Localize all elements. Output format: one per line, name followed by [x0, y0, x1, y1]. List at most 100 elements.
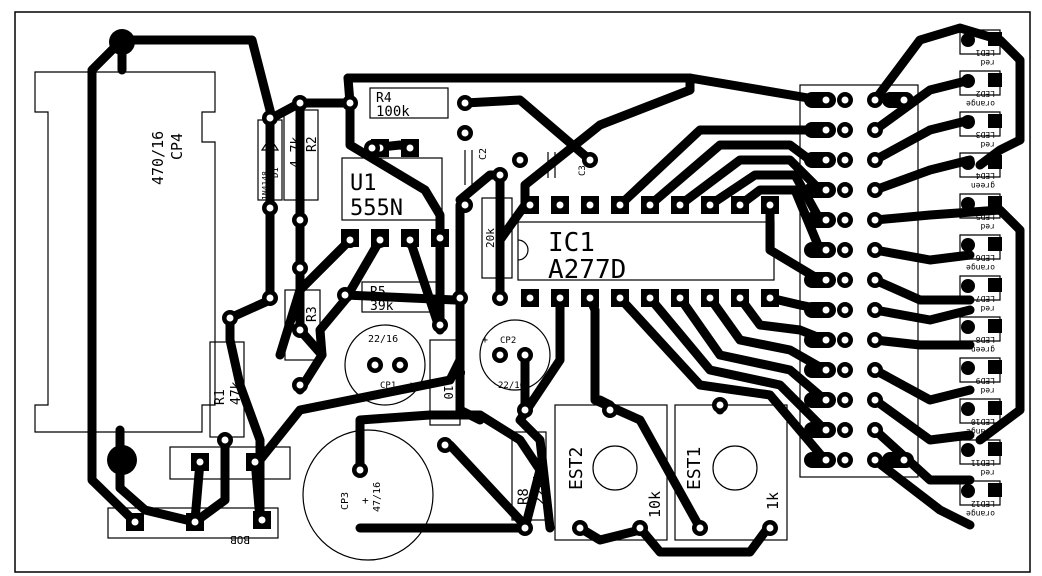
via-pad	[292, 212, 308, 228]
led-ref: LED5	[976, 212, 995, 221]
d1-ref: D1	[271, 167, 281, 178]
via-pad	[392, 357, 408, 373]
ic1-pin	[671, 196, 689, 214]
ic1-pin	[551, 196, 569, 214]
connector-pad-right	[867, 452, 883, 468]
cp2-plus: +	[482, 335, 488, 346]
cp3-capacitor: CP3 47/16 +	[302, 429, 434, 561]
via-pad	[492, 290, 508, 306]
via-pad	[262, 200, 278, 216]
connector-pad-left	[804, 242, 836, 258]
via-pad	[402, 232, 418, 248]
connector-pad-far	[882, 452, 914, 468]
c3-ref: C3	[578, 165, 588, 176]
ic1-pin	[701, 196, 719, 214]
connector-pad-left	[804, 392, 836, 408]
connector-pad-mid	[837, 122, 853, 138]
via-pad	[512, 152, 528, 168]
cp3-plus: +	[362, 494, 369, 507]
cp2-ref: CP2	[500, 336, 516, 346]
connector-pad-right	[867, 122, 883, 138]
u1-value: 555N	[350, 196, 403, 221]
cp4-ref: CP4	[168, 133, 186, 160]
led-ref: LED7	[976, 294, 995, 303]
c2-ref: C2	[478, 148, 489, 160]
cp4-pad-top	[109, 29, 135, 55]
connector-pad-mid	[837, 182, 853, 198]
via-pad	[437, 437, 453, 453]
cp4-value: 470/16	[149, 131, 167, 185]
via-pad	[372, 232, 388, 248]
cp1-capacitor: 22/16 CP1 +	[344, 324, 426, 406]
led-connector-strip	[799, 84, 919, 478]
connector-pad-left	[804, 272, 836, 288]
connector-pad	[126, 513, 144, 531]
cp3-value: 47/16	[372, 482, 383, 512]
ic1-pin	[761, 196, 779, 214]
via-pad	[292, 95, 308, 111]
led-color: red	[980, 222, 995, 231]
led-column: LED1redLED2orangeLED3redLED4greenLED5red…	[959, 29, 1002, 518]
connector-pad-left	[804, 92, 836, 108]
r3-resistor: 1k R3	[284, 289, 321, 361]
connector-pad-right	[867, 242, 883, 258]
led-ref: LED4	[976, 171, 995, 180]
connector-pad	[191, 453, 209, 471]
ic1-pin	[731, 289, 749, 307]
r7-resistor: 10 R	[429, 339, 467, 426]
ic1-ref: IC1	[548, 228, 595, 258]
led-color: red	[980, 304, 995, 313]
connector-pad	[246, 453, 264, 471]
cp1-value: 22/16	[368, 334, 398, 345]
r7-value: 10	[441, 385, 455, 399]
via-pad	[602, 402, 618, 418]
via-pad	[712, 397, 728, 413]
connector-pad-left	[804, 152, 836, 168]
ic1-pin	[641, 196, 659, 214]
connector-pad-left	[804, 362, 836, 378]
via-pad	[342, 95, 358, 111]
ic1-pin	[521, 196, 539, 214]
connector-pad-left	[804, 302, 836, 318]
input-connectors: BOB	[107, 446, 291, 546]
connector-pad-mid	[837, 212, 853, 228]
via-pad	[632, 520, 648, 536]
via-pad	[292, 260, 308, 276]
via-pad	[402, 140, 418, 156]
r2-ref: R2	[305, 136, 320, 152]
d1-value: 1N4148	[261, 171, 270, 200]
connector-pad-right	[867, 272, 883, 288]
cp2-capacitor: CP2 22/16 +	[479, 319, 551, 391]
est1-trimmer: EST1 1k	[674, 404, 788, 541]
via-pad	[492, 347, 508, 363]
connector-pad-far	[882, 92, 914, 108]
connector-pad-mid	[837, 302, 853, 318]
led-color: red	[980, 386, 995, 395]
r4-resistor: R4 100k	[369, 87, 449, 120]
cp4-pad-bottom	[107, 445, 137, 475]
ic1-pin	[701, 289, 719, 307]
connector-pad-left	[804, 212, 836, 228]
r1-resistor: R1 47k	[209, 341, 245, 438]
via-pad	[262, 110, 278, 126]
led-color: red	[980, 468, 995, 477]
led-color: orange	[966, 99, 995, 108]
via-pad	[517, 347, 533, 363]
r6-value: 20k	[484, 228, 497, 248]
led-ref: LED6	[976, 253, 995, 262]
ic1-pin	[551, 289, 569, 307]
c2-capacitor: C2	[464, 148, 489, 185]
ic1-pin	[581, 289, 599, 307]
connector-pad	[186, 513, 204, 531]
ic1-pin	[731, 196, 749, 214]
via-pad	[492, 167, 508, 183]
led-color: orange	[966, 263, 995, 272]
via-pad	[572, 520, 588, 536]
r7-ref: R	[453, 370, 467, 378]
via-pad	[457, 125, 473, 141]
